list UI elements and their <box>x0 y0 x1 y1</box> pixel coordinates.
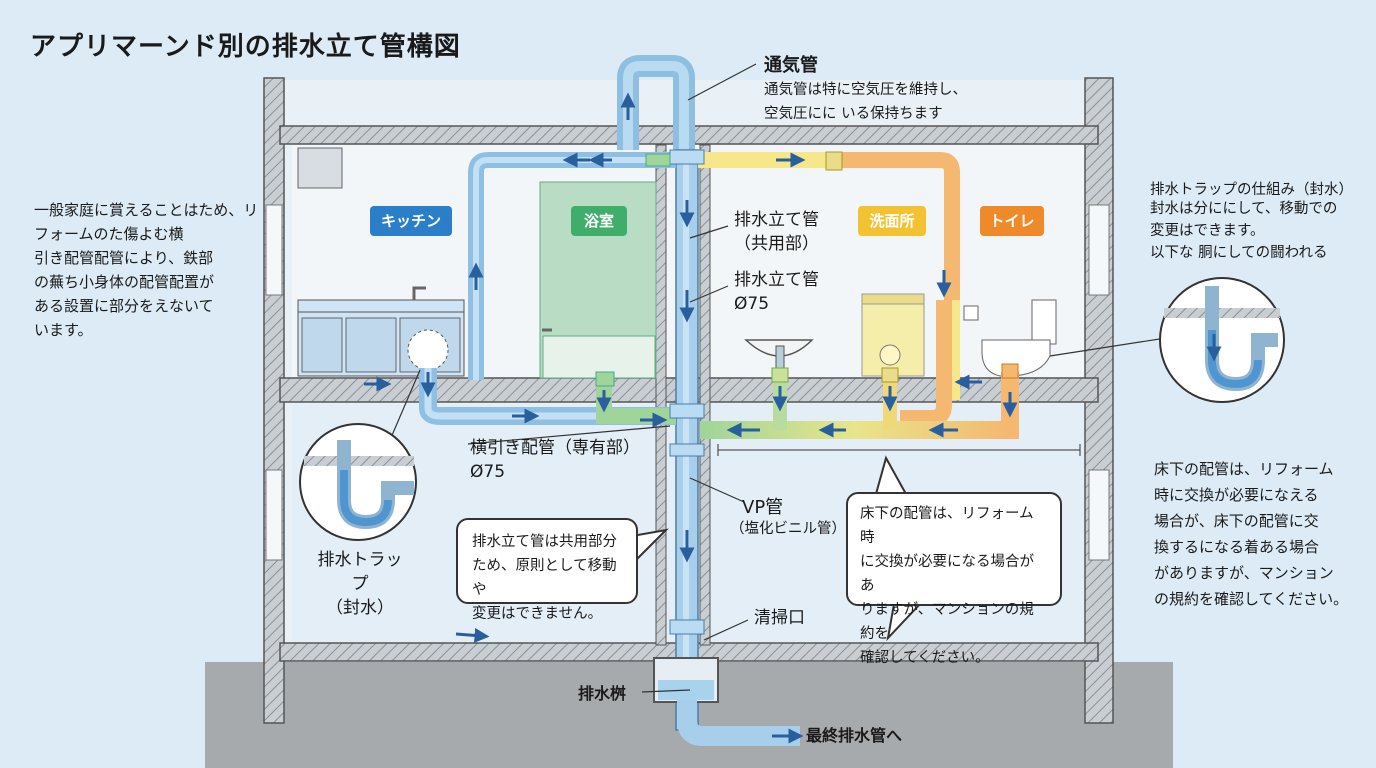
final-drain-pipe <box>677 700 800 746</box>
leader-lines <box>389 63 1167 693</box>
right-top-note-title: 排水トラップの仕組み（封水） <box>1150 182 1353 198</box>
room-tag-toilet: トイレ <box>980 206 1044 236</box>
right-top-note-body: 封水は分ににして、移動での 変更はできます。 以下な 胴にしての闘われる <box>1150 201 1338 261</box>
vp-pipe-label: VP管 <box>742 497 784 518</box>
window <box>1088 204 1110 296</box>
toilet-tank <box>1031 299 1057 345</box>
window <box>265 204 283 296</box>
final-pipe-label: 最終排水管へ <box>806 726 903 745</box>
horizontal-pipe-label: 横引き配管（専有部） Ø75 <box>470 438 640 482</box>
stack-common-label: 排水立て管 （共用部） <box>734 210 819 254</box>
trap-detail-left <box>299 423 417 541</box>
left-note: 一般家庭に賞えることはため、リフォームのた傷よむ横 引き配管配管により、鉄部 の… <box>34 201 259 339</box>
vent-label: 通気管 <box>764 55 818 76</box>
vp-pipe-sublabel: （塩化ビニル管） <box>730 521 846 537</box>
range-hood <box>297 147 343 189</box>
trap-detail-right <box>1159 277 1285 403</box>
toilet-vent-pipe <box>836 152 960 300</box>
bubble-right: 床下の配管は、リフォーム時 に交換が必要になる場合があ りますが、マンションの規… <box>846 492 1062 666</box>
vent-desc: 通気管は特に空気圧を維持し、 空気圧にに いる保持ちます <box>764 82 967 122</box>
cleanout-label: 清掃口 <box>754 608 805 628</box>
window <box>265 469 283 561</box>
room-tag-bath: 浴室 <box>571 206 627 236</box>
page-title: アプリマーンド別の排水立て管構図 <box>30 32 461 62</box>
shaft-wall-right <box>699 144 711 646</box>
trap-label: 排水トラップ （封水） <box>317 550 403 618</box>
room-tag-kitchen: キッチン <box>370 206 452 236</box>
bubble-left: 排水立て管は共用部分 ため、原則として移動や 変更はできません。 <box>456 518 638 622</box>
catch-basin-label: 排水桝 <box>578 684 627 703</box>
horizontal-branch-right <box>700 372 1019 439</box>
shaft-wall-left <box>655 144 667 646</box>
right-bottom-note: 床下の配管は、リフォーム 時に交換が必要になえる 場合が、床下の配管に交 換する… <box>1154 460 1349 608</box>
window <box>1088 469 1110 561</box>
stack-size-label: 排水立て管 Ø75 <box>734 270 819 314</box>
flow-arrows <box>364 92 1018 744</box>
paper-holder <box>963 305 979 321</box>
room-tag-washroom: 洗面所 <box>858 206 926 236</box>
bathtub <box>542 335 656 379</box>
